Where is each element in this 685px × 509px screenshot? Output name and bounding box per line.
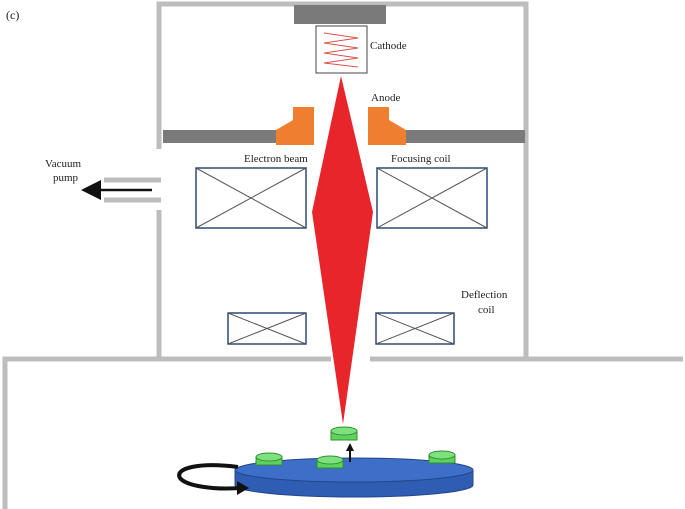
focusing-coil-left <box>195 167 307 229</box>
anode-left <box>276 107 314 145</box>
electron-beam <box>312 76 373 424</box>
upper-chamber-wall <box>156 1 529 360</box>
vacuum-pump-label-line2: pump <box>53 172 79 184</box>
lift-arrow <box>346 443 354 462</box>
vacuum-port <box>104 177 161 203</box>
vacuum-pump-label-line1: Vacuum <box>45 158 81 170</box>
rotating-stage <box>234 457 474 498</box>
deflection-coil-right <box>375 312 455 345</box>
anode-right <box>368 107 406 145</box>
cathode-label: Cathode <box>370 40 407 52</box>
cathode-mount-plate <box>294 5 386 24</box>
separator-plate-left <box>163 130 279 143</box>
electron-beam-label: Electron beam <box>244 153 308 165</box>
cathode-box <box>315 25 368 74</box>
anode-label: Anode <box>371 92 400 104</box>
sample-center <box>316 455 344 469</box>
deflection-coil-label-line2: coil <box>478 304 495 316</box>
deflection-coil-label-line1: Deflection <box>461 289 508 301</box>
sample-left <box>255 452 283 466</box>
panel-label: (c) <box>6 8 19 22</box>
deflection-coil-left <box>227 312 307 345</box>
separator-plate-right <box>404 130 525 143</box>
rotation-arrow <box>177 463 249 495</box>
sample-right <box>428 450 456 464</box>
cathode-filament <box>323 32 359 68</box>
lower-chamber-wall <box>2 356 683 509</box>
focusing-coil-right <box>376 167 488 229</box>
focusing-coil-label: Focusing coil <box>391 153 451 165</box>
sample-lifted <box>330 426 358 441</box>
